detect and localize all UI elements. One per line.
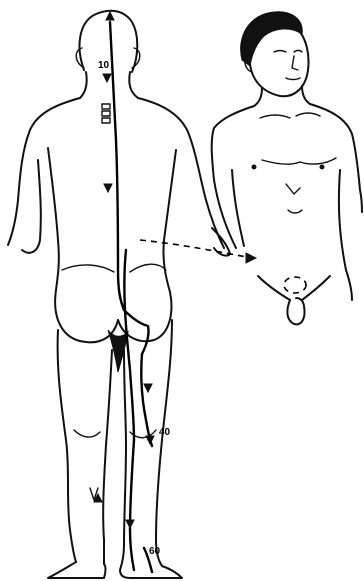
arrow-head-calf (126, 520, 134, 528)
arrow-head-top (106, 12, 114, 20)
front-left-side (232, 170, 244, 246)
front-right-side (339, 170, 352, 300)
meridian-dashed-connector (140, 240, 252, 258)
back-right-leg-inner (120, 350, 126, 570)
back-neck-right (129, 72, 138, 98)
front-mouth (286, 78, 300, 80)
back-inner-arm-left (22, 160, 41, 253)
front-nose (292, 56, 298, 70)
front-view-figure (212, 12, 362, 325)
vertebra-mark-2 (102, 111, 110, 116)
front-eye-left (274, 51, 286, 53)
front-clavicle-2 (296, 113, 320, 116)
back-left-leg-outer (58, 330, 76, 562)
target-area-circle (284, 277, 306, 293)
front-eye-right (294, 51, 302, 53)
front-left-arm (214, 180, 236, 248)
arrow-head-back (104, 184, 112, 192)
marker-label-40: 40 (159, 427, 171, 438)
back-torso-right (138, 98, 224, 248)
front-chest-line-2 (300, 158, 336, 164)
front-clavicle (260, 115, 290, 118)
front-abdomen-2 (288, 210, 302, 213)
vertebra-mark-3 (102, 118, 110, 123)
front-chest-line (262, 160, 300, 164)
front-nipple-left (252, 165, 256, 169)
vertebra-mark-1 (102, 104, 110, 109)
back-left-foot (48, 562, 106, 578)
front-genitals (287, 298, 304, 324)
back-buttocks-left (55, 290, 118, 342)
arrow-head-thigh (144, 384, 152, 392)
meridian-path: 10 40 60 (94, 12, 256, 572)
marker-label-60: 60 (149, 546, 161, 557)
back-hip-crease (62, 265, 114, 272)
front-hair (241, 12, 303, 66)
back-side-right (163, 150, 176, 292)
front-shoulders-left (212, 106, 254, 180)
arrow-head-knee (146, 436, 154, 444)
front-neck-left (254, 88, 262, 106)
back-hip-crease-right (130, 264, 166, 272)
front-abdomen (286, 184, 300, 194)
back-neck-left (80, 72, 87, 98)
arrow-head-dashed (246, 253, 256, 263)
meridian-line-leg (141, 354, 152, 446)
arrow-head-neck (103, 74, 111, 82)
back-left-knee (74, 430, 100, 437)
front-neck-right (302, 86, 310, 104)
back-right-leg-outer (156, 320, 172, 566)
back-torso-left (8, 98, 80, 245)
back-side-left (48, 148, 59, 290)
meridian-line-spine (110, 22, 124, 310)
front-nipple-right (320, 165, 324, 169)
front-groin-right (302, 276, 330, 300)
marker-label-10: 10 (98, 60, 110, 71)
meridian-line-lower-leg (130, 440, 134, 570)
back-left-leg-inner (103, 350, 112, 564)
